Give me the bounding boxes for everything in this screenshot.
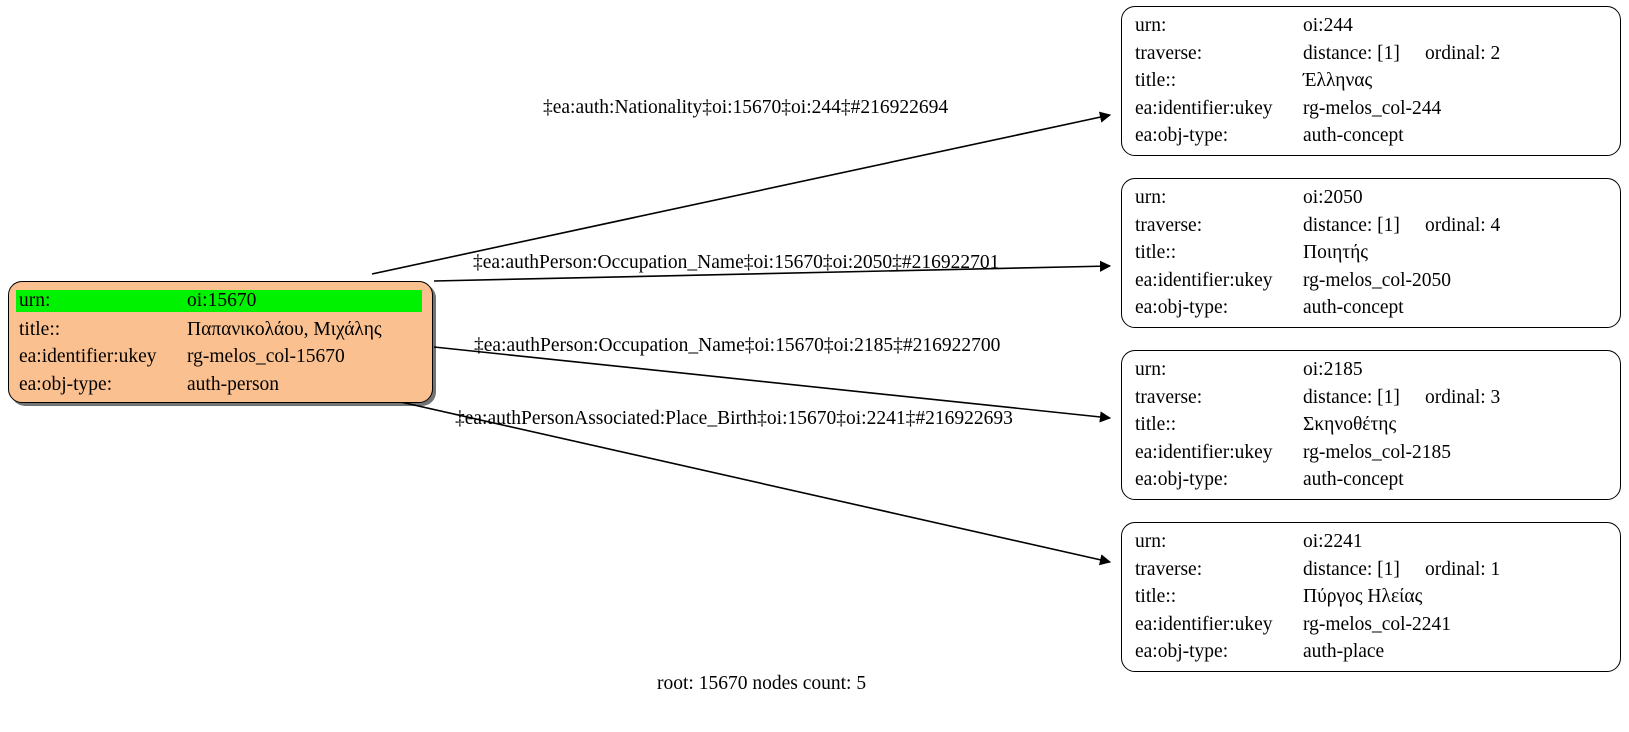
node-2185-traverse-distance: distance: [1] xyxy=(1303,386,1400,408)
node-2185-objtype-value: auth-concept xyxy=(1303,469,1404,490)
node-2185-field-objtype: ea:obj-type: auth-concept xyxy=(1135,470,1606,490)
root-field-title-key: title:: xyxy=(19,318,61,340)
node-2050-field-traverse: traverse: distance: [1] ordinal: 4 xyxy=(1135,214,1606,236)
node-2050-traverse-key: traverse: xyxy=(1135,214,1203,236)
node-244-traverse-key: traverse: xyxy=(1135,42,1203,64)
node-2050-objtype-value: auth-concept xyxy=(1303,297,1404,318)
node-2241-field-traverse: traverse: distance: [1] ordinal: 1 xyxy=(1135,558,1606,580)
node-244-ukey-value: rg-melos_col-244 xyxy=(1303,97,1442,119)
root-field-ukey-value: rg-melos_col-15670 xyxy=(187,346,345,367)
node-244-traverse-distance: distance: [1] xyxy=(1303,42,1400,64)
node-244-title-value: Έλληνας xyxy=(1303,70,1373,91)
node-244-ukey-key: ea:identifier:ukey xyxy=(1135,97,1273,119)
node-2185-title-value: Σκηνοθέτης xyxy=(1303,414,1397,435)
root-field-urn-key: urn: xyxy=(19,290,51,311)
node-244-field-urn: urn: oi:244 xyxy=(1135,16,1606,36)
root-field-ukey: ea:identifier:ukey rg-melos_col-15670 xyxy=(19,347,422,367)
edge-path-nationality xyxy=(371,111,1112,275)
node-2185-ukey-value: rg-melos_col-2185 xyxy=(1303,441,1452,463)
root-field-objtype: ea:obj-type: auth-person xyxy=(19,373,422,395)
node-244-objtype-value: auth-concept xyxy=(1303,125,1404,146)
node-2185-traverse-ordinal: ordinal: 3 xyxy=(1425,386,1501,408)
node-root-15670[interactable]: urn: oi:15670 title:: Παπανικολάου, Μιχά… xyxy=(8,281,433,403)
node-2241-field-ukey: ea:identifier:ukey rg-melos_col-2241 xyxy=(1135,613,1606,635)
node-244-title-key: title:: xyxy=(1135,70,1177,91)
node-2050-traverse-ordinal: ordinal: 4 xyxy=(1425,214,1501,236)
node-2050-field-urn: urn: oi:2050 xyxy=(1135,188,1606,208)
node-2241-title-key: title:: xyxy=(1135,586,1177,607)
edge-label-nationality: ‡ea:auth:Nationality‡oi:15670‡oi:244‡#21… xyxy=(543,97,949,118)
node-2050-title-value: Ποιητής xyxy=(1303,242,1369,263)
node-244-urn-value: oi:244 xyxy=(1303,15,1353,36)
node-2241-ukey-value: rg-melos_col-2241 xyxy=(1303,613,1452,635)
root-field-ukey-key: ea:identifier:ukey xyxy=(19,346,157,367)
root-field-title-value: Παπανικολάου, Μιχάλης xyxy=(187,318,382,340)
node-oi-2185[interactable]: urn: oi:2185 traverse: distance: [1] ordi… xyxy=(1121,350,1621,500)
graph-caption: root: 15670 nodes count: 5 xyxy=(657,673,867,694)
node-2185-ukey-key: ea:identifier:ukey xyxy=(1135,441,1273,463)
edge-label-occupation-2050: ‡ea:authPerson:Occupation_Name‡oi:15670‡… xyxy=(473,252,1000,273)
edge-label-place-birth: ‡ea:authPersonAssociated:Place_Birth‡oi:… xyxy=(455,408,1013,429)
node-oi-244[interactable]: urn: oi:244 traverse: distance: [1] ordin… xyxy=(1121,6,1621,156)
node-2050-urn-key: urn: xyxy=(1135,187,1167,208)
node-2241-field-objtype: ea:obj-type: auth-place xyxy=(1135,642,1606,662)
node-2185-objtype-key: ea:obj-type: xyxy=(1135,469,1229,490)
node-2185-traverse-key: traverse: xyxy=(1135,386,1203,408)
node-2050-traverse-distance: distance: [1] xyxy=(1303,214,1400,236)
node-2241-title-value: Πύργος Ηλείας xyxy=(1303,586,1423,607)
root-field-objtype-key: ea:obj-type: xyxy=(19,373,113,395)
node-244-objtype-key: ea:obj-type: xyxy=(1135,125,1229,146)
node-2185-field-traverse: traverse: distance: [1] ordinal: 3 xyxy=(1135,386,1606,408)
node-2185-field-ukey: ea:identifier:ukey rg-melos_col-2185 xyxy=(1135,441,1606,463)
node-2241-objtype-key: ea:obj-type: xyxy=(1135,641,1229,662)
node-2185-urn-key: urn: xyxy=(1135,359,1167,380)
node-2185-field-title: title:: Σκηνοθέτης xyxy=(1135,415,1606,435)
edge-label-occupation-2185: ‡ea:authPerson:Occupation_Name‡oi:15670‡… xyxy=(474,335,1001,356)
node-244-field-title: title:: Έλληνας xyxy=(1135,71,1606,91)
node-2050-ukey-key: ea:identifier:ukey xyxy=(1135,269,1273,291)
node-2241-field-title: title:: Πύργος Ηλείας xyxy=(1135,587,1606,607)
root-field-urn: urn: oi:15670 xyxy=(16,290,422,312)
node-oi-2241[interactable]: urn: oi:2241 traverse: distance: [1] ordi… xyxy=(1121,522,1621,672)
node-2185-field-urn: urn: oi:2185 xyxy=(1135,360,1606,380)
node-2241-traverse-ordinal: ordinal: 1 xyxy=(1425,558,1501,580)
node-244-urn-key: urn: xyxy=(1135,15,1167,36)
node-2050-field-objtype: ea:obj-type: auth-concept xyxy=(1135,298,1606,318)
node-2241-urn-key: urn: xyxy=(1135,531,1167,552)
node-2185-urn-value: oi:2185 xyxy=(1303,359,1363,380)
node-244-traverse-ordinal: ordinal: 2 xyxy=(1425,42,1501,64)
node-244-field-ukey: ea:identifier:ukey rg-melos_col-244 xyxy=(1135,97,1606,119)
node-2241-field-urn: urn: oi:2241 xyxy=(1135,532,1606,552)
node-2050-field-title: title:: Ποιητής xyxy=(1135,243,1606,263)
node-2241-ukey-key: ea:identifier:ukey xyxy=(1135,613,1273,635)
node-244-field-objtype: ea:obj-type: auth-concept xyxy=(1135,126,1606,146)
node-2241-objtype-value: auth-place xyxy=(1303,641,1385,662)
root-field-objtype-value: auth-person xyxy=(187,373,280,395)
node-2050-ukey-value: rg-melos_col-2050 xyxy=(1303,269,1452,291)
root-field-title: title:: Παπανικολάου, Μιχάλης xyxy=(19,318,422,340)
node-2050-title-key: title:: xyxy=(1135,242,1177,263)
node-2050-objtype-key: ea:obj-type: xyxy=(1135,297,1229,318)
node-244-field-traverse: traverse: distance: [1] ordinal: 2 xyxy=(1135,42,1606,64)
node-2241-urn-value: oi:2241 xyxy=(1303,531,1363,552)
node-2050-urn-value: oi:2050 xyxy=(1303,187,1363,208)
node-oi-2050[interactable]: urn: oi:2050 traverse: distance: [1] ordi… xyxy=(1121,178,1621,328)
root-field-urn-value: oi:15670 xyxy=(187,290,257,311)
node-2050-field-ukey: ea:identifier:ukey rg-melos_col-2050 xyxy=(1135,269,1606,291)
node-2185-title-key: title:: xyxy=(1135,414,1177,435)
node-2241-traverse-distance: distance: [1] xyxy=(1303,558,1400,580)
node-2241-traverse-key: traverse: xyxy=(1135,558,1203,580)
